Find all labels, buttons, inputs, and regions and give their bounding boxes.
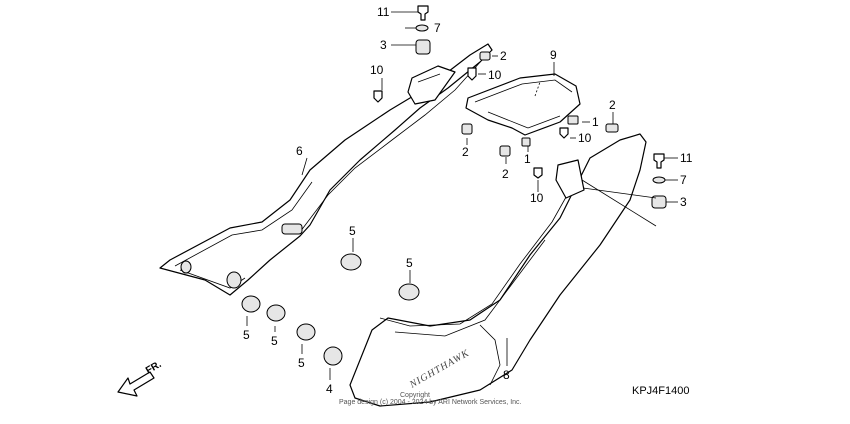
callout-10-a: 10 — [488, 68, 502, 82]
callout-2-low: 2 — [502, 167, 509, 181]
callout-5-a: 5 — [349, 224, 356, 238]
callout-7-right: 7 — [680, 173, 687, 187]
callout-7-top: 7 — [434, 21, 441, 35]
callout-10-b: 10 — [370, 63, 384, 77]
callout-8: 8 — [503, 368, 510, 382]
callout-5-e: 5 — [298, 356, 305, 370]
part-8-side-cover: NIGHTHAWK — [349, 133, 647, 407]
callout-4: 4 — [326, 382, 333, 396]
callout-2-mid: 2 — [609, 98, 616, 112]
callout-5-d: 5 — [271, 334, 278, 348]
callout-10-c: 10 — [578, 131, 592, 145]
callout-10-d: 10 — [530, 191, 544, 205]
part-9-cover — [465, 73, 581, 136]
callout-6: 6 — [296, 144, 303, 158]
leader-lines — [246, 11, 678, 380]
callout-3-top: 3 — [380, 38, 387, 52]
callout-3-right: 3 — [680, 195, 687, 209]
callout-1-b: 1 — [524, 152, 531, 166]
diagram-code: KPJ4F1400 — [632, 385, 689, 397]
callout-11-top: 11 — [377, 5, 390, 19]
callout-9: 9 — [550, 48, 557, 62]
callout-labels: 11 7 3 2 10 10 9 6 1 2 10 2 2 1 10 11 7 … — [243, 5, 693, 396]
callout-1-a: 1 — [592, 115, 599, 129]
credit-line-1: Copyright — [400, 392, 430, 399]
callout-5-b: 5 — [406, 256, 413, 270]
callout-2-top: 2 — [500, 49, 507, 63]
front-direction-arrow: FR. — [117, 359, 164, 397]
fasteners — [241, 5, 667, 366]
callout-2-left: 2 — [462, 145, 469, 159]
credit-line-2: Page design (c) 2004 - 2024 by ARI Netwo… — [339, 399, 522, 406]
callout-11-right: 11 — [680, 151, 693, 165]
part-6-rail — [159, 43, 493, 296]
callout-5-c: 5 — [243, 328, 250, 342]
direction-label: FR. — [144, 359, 164, 377]
